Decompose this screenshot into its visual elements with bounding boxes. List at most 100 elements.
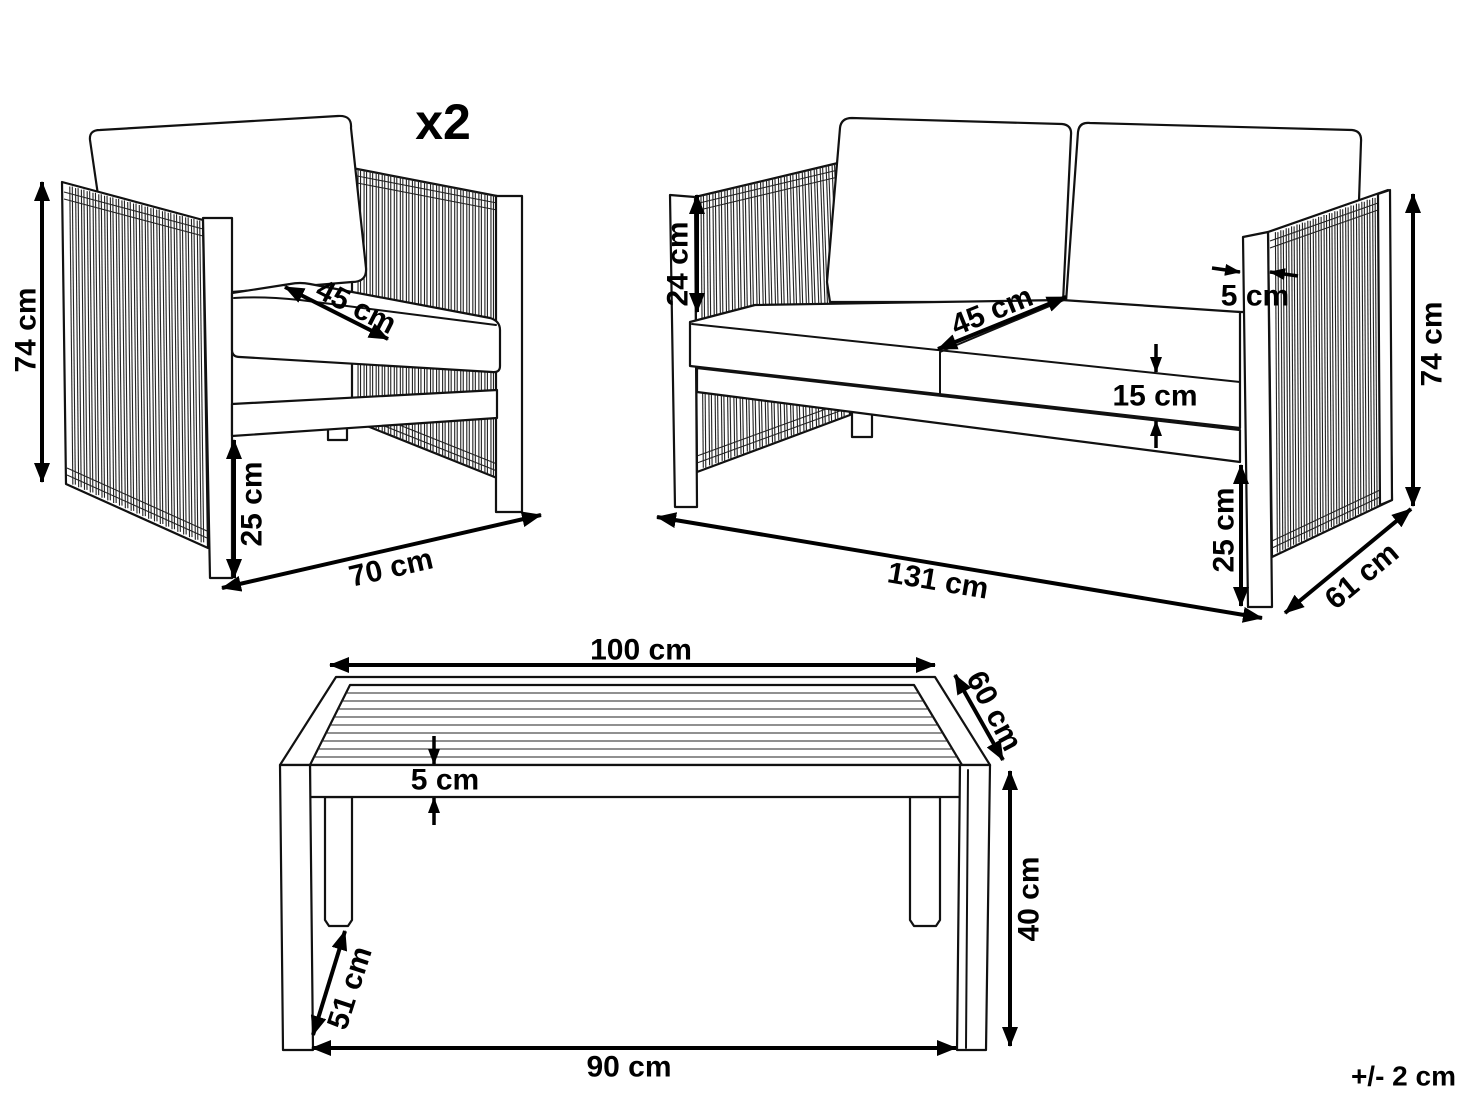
armchair-seat-depth-dimension bbox=[284, 285, 389, 341]
table-apron bbox=[308, 763, 962, 799]
wicker-strand bbox=[100, 194, 106, 498]
sofa-armrest-width-arrow-left bbox=[1211, 263, 1241, 276]
wicker-band bbox=[351, 174, 498, 204]
sofa-armrest-width-arrow-right bbox=[1269, 268, 1299, 281]
wicker-strand bbox=[1372, 197, 1376, 507]
wicker-strand bbox=[129, 201, 135, 511]
armchair-left-armrest bbox=[60, 180, 210, 550]
table-inner-depth-label: 51 cm bbox=[321, 942, 379, 1033]
wicker-strand bbox=[167, 212, 173, 530]
table-back-leg-left bbox=[323, 795, 354, 928]
sofa-height-label: 74 cm bbox=[1416, 301, 1449, 386]
table-inner-depth-dimension bbox=[310, 930, 348, 1036]
armchair-seat-height-label: 25 cm bbox=[236, 461, 269, 546]
sofa-armrest-height-label: 24 cm bbox=[662, 221, 695, 306]
table-depth-dimension bbox=[953, 674, 1005, 761]
wicker-band bbox=[351, 181, 498, 211]
wicker-band bbox=[694, 169, 839, 205]
wicker-strand bbox=[135, 203, 141, 514]
table-back-leg-right bbox=[908, 795, 942, 928]
wicker-strand bbox=[1280, 230, 1284, 550]
wicker-strand bbox=[141, 205, 146, 517]
wicker-band bbox=[1269, 209, 1379, 249]
wicker-strand bbox=[1323, 214, 1327, 530]
sofa-seat-cushions bbox=[688, 298, 1242, 430]
wicker-strand bbox=[1304, 222, 1308, 540]
wicker-strand bbox=[1352, 205, 1357, 517]
wicker-strand bbox=[94, 192, 100, 496]
table-inner-length-label: 90 cm bbox=[586, 1051, 671, 1084]
wicker-strand bbox=[1312, 218, 1316, 535]
table-slats bbox=[314, 692, 958, 758]
table-height-label: 40 cm bbox=[1013, 856, 1046, 941]
table-front-leg-left bbox=[278, 763, 315, 1052]
wicker-band bbox=[696, 407, 849, 464]
wicker-strand bbox=[1298, 224, 1303, 543]
wicker-strand bbox=[138, 205, 144, 517]
wicker-strand bbox=[190, 218, 196, 540]
wicker-strand bbox=[132, 203, 138, 514]
wicker-band bbox=[694, 176, 839, 212]
tolerance-note: +/- 2 cm bbox=[1351, 1061, 1456, 1092]
wicker-strand bbox=[115, 198, 121, 506]
wicker-strand bbox=[1274, 232, 1278, 553]
table-top-thickness-label: 5 cm bbox=[411, 764, 479, 797]
sofa-armrest-width-label: 5 cm bbox=[1221, 280, 1289, 313]
armchair-seat-rail bbox=[230, 388, 499, 438]
wicker-strand bbox=[1358, 203, 1362, 515]
wicker-strand bbox=[156, 209, 161, 525]
wicker-strand bbox=[77, 188, 82, 488]
table-drawing: 100 cm 60 cm 5 cm 40 cm 51 cm 90 cm bbox=[278, 634, 1046, 1084]
wicker-strand bbox=[1374, 197, 1378, 507]
wicker-band bbox=[66, 467, 208, 532]
wicker-strand bbox=[150, 208, 156, 522]
wicker-strand bbox=[1336, 211, 1340, 525]
wicker-strand bbox=[158, 209, 164, 525]
table-leg-edge bbox=[965, 769, 969, 1049]
wicker-strand bbox=[106, 195, 111, 501]
wicker-strand bbox=[1334, 211, 1338, 525]
sofa-back-cushion-left bbox=[825, 116, 1073, 304]
wicker-strand bbox=[80, 189, 86, 490]
wicker-strand bbox=[89, 191, 94, 493]
wicker-strand bbox=[1369, 199, 1373, 510]
wicker-strand bbox=[173, 214, 179, 532]
wicker-strand bbox=[199, 220, 205, 543]
wicker-strand bbox=[1355, 203, 1359, 515]
sofa-right-armrest bbox=[1266, 188, 1394, 559]
wicker-strand bbox=[109, 197, 115, 504]
wicker-strand bbox=[187, 217, 193, 538]
sofa-width-dimension bbox=[656, 512, 1263, 623]
armchair-drawing: x2 74 cm 45 cm 25 cm 70 cm bbox=[10, 94, 542, 594]
sofa-cushion-thickness-label: 15 cm bbox=[1112, 380, 1197, 413]
wicker-strand bbox=[1363, 201, 1367, 512]
wicker-strand bbox=[98, 194, 103, 498]
wicker-band bbox=[63, 198, 204, 237]
wicker-strand bbox=[144, 206, 150, 519]
wicker-strand bbox=[1293, 226, 1297, 545]
wicker-strand bbox=[75, 188, 80, 488]
wicker-strand bbox=[1345, 207, 1349, 520]
wicker-strand bbox=[86, 191, 91, 493]
wicker-band bbox=[63, 191, 204, 230]
wicker-strand bbox=[179, 215, 185, 535]
wicker-strand bbox=[1331, 213, 1335, 527]
wicker-strand bbox=[103, 195, 109, 501]
wicker-strand bbox=[1285, 228, 1289, 548]
wicker-strand bbox=[1328, 213, 1332, 527]
wicker-strand bbox=[112, 197, 117, 504]
wicker-strand bbox=[1288, 228, 1292, 548]
wicker-strand bbox=[175, 214, 181, 532]
wicker-strand bbox=[1318, 216, 1322, 533]
sofa-seat-rail bbox=[695, 366, 1242, 464]
wicker-strand bbox=[118, 198, 123, 506]
wicker-strand bbox=[185, 217, 191, 538]
sofa-drawing: 24 cm 45 cm 5 cm 15 cm 74 cm 25 cm 131 c… bbox=[656, 116, 1449, 623]
wicker-strand bbox=[1325, 214, 1330, 530]
wicker-strand bbox=[1282, 230, 1286, 550]
wicker-strand bbox=[83, 189, 88, 490]
wicker-strand bbox=[1307, 220, 1311, 538]
wicker-band bbox=[696, 400, 849, 457]
wicker-strand bbox=[1315, 218, 1319, 535]
